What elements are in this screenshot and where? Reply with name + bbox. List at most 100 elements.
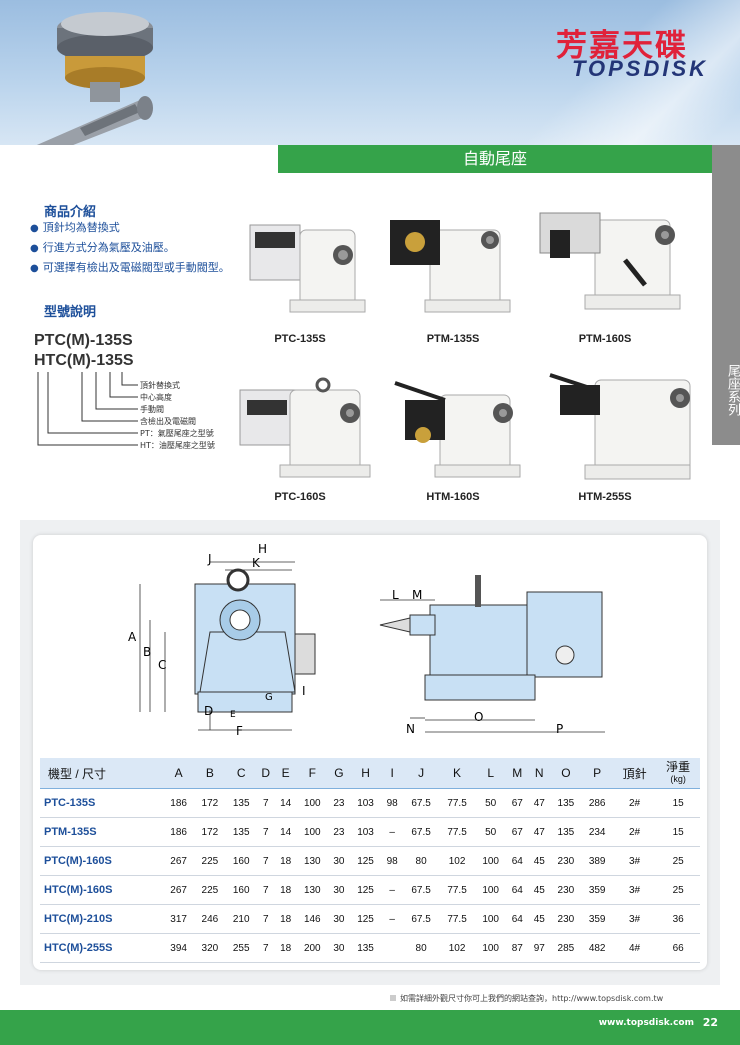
row-model: PTM-135S: [40, 817, 163, 847]
model-legend-lines: [37, 372, 138, 446]
table-cell: 66: [656, 933, 700, 963]
dim-label-p: P: [556, 722, 564, 736]
product-image-htm-255s: [549, 373, 691, 480]
model-explain-heading: 型號說明: [44, 305, 97, 320]
legend-item: HT：油壓尾座之型號: [140, 441, 215, 450]
table-cell: 102: [439, 933, 476, 963]
product-caption: PTC-160S: [274, 491, 326, 503]
table-cell: 18: [274, 875, 297, 905]
table-cell: 64: [506, 875, 529, 905]
table-cell: 15: [656, 788, 700, 818]
row-model: HTC(M)-255S: [40, 933, 163, 963]
dim-label-d: D: [204, 704, 214, 718]
table-cell: 23: [327, 817, 350, 847]
table-cell: 18: [274, 933, 297, 963]
table-cell: 64: [506, 904, 529, 934]
col-header: N: [528, 758, 551, 789]
table-cell: 100: [475, 875, 507, 905]
table-cell: 100: [296, 788, 328, 818]
col-header: P: [581, 758, 613, 789]
dim-label-b: B: [143, 645, 152, 659]
table-cell: 482: [581, 933, 613, 963]
table-cell: 135: [550, 788, 582, 818]
col-header: M: [506, 758, 529, 789]
table-cell: 285: [550, 933, 582, 963]
bullet-icon: ●: [30, 243, 39, 254]
dim-label-k: K: [252, 556, 260, 570]
table-cell: 135: [349, 933, 382, 963]
list-item: ●頂針均為替換式: [30, 221, 120, 234]
col-header: B: [194, 758, 226, 789]
table-cell: 7: [256, 904, 275, 934]
table-cell: 103: [349, 817, 382, 847]
header-decoration: [520, 0, 740, 145]
col-header: E: [274, 758, 297, 789]
table-cell: 87: [506, 933, 529, 963]
model-code-1: PTC(M)-135S: [34, 332, 133, 349]
table-cell: 125: [349, 846, 382, 876]
product-caption: PTC-135S: [274, 333, 326, 345]
product-caption: PTM-160S: [578, 333, 632, 345]
table-cell: 3#: [612, 846, 657, 876]
table-cell: 125: [349, 904, 382, 934]
row-model: PTC-135S: [40, 788, 163, 818]
product-image-htm-160s: [394, 381, 521, 478]
side-tab: [712, 145, 740, 445]
dim-label-o: O: [474, 710, 484, 724]
square-icon: [390, 995, 396, 1001]
table-cell: 47: [528, 788, 551, 818]
table-cell: 98: [381, 846, 404, 876]
legend-item: PT：氣壓尾座之型號: [140, 429, 214, 438]
table-cell: 7: [256, 875, 275, 905]
footnote: 如需詳細外觀尺寸你可上我們的網站查詢，http://www.topsdisk.c…: [390, 993, 663, 1004]
table-cell: 3#: [612, 875, 657, 905]
table-cell: 25: [656, 875, 700, 905]
table-cell: 130: [296, 875, 328, 905]
table-cell: 230: [550, 875, 582, 905]
table-cell: 97: [528, 933, 551, 963]
row-model: PTC(M)-160S: [40, 846, 163, 876]
list-item: ●可選擇有檢出及電磁閥型或手動閥型。: [30, 261, 230, 274]
table-cell: 67: [506, 817, 529, 847]
spec-table: 機型 / 尺寸 A B C D E F G H I J K L M N O P …: [40, 758, 700, 963]
model-code-2: HTC(M)-135S: [34, 352, 134, 369]
table-cell: 30: [327, 875, 350, 905]
table-cell: 359: [581, 904, 613, 934]
table-cell: 30: [327, 933, 350, 963]
row-model: HTC(M)-160S: [40, 875, 163, 905]
table-cell: 230: [550, 904, 582, 934]
table-cell: 67.5: [403, 904, 440, 934]
product-image-ptc-160s: [239, 377, 371, 478]
table-cell: 172: [194, 788, 226, 818]
table-cell: 80: [403, 846, 440, 876]
product-caption: PTM-135S: [426, 333, 480, 345]
table-cell: 100: [475, 846, 507, 876]
table-cell: 4#: [612, 933, 657, 963]
table-cell: 172: [194, 817, 226, 847]
table-cell: 30: [327, 904, 350, 934]
table-cell: 50: [475, 817, 507, 847]
table-cell: 125: [349, 875, 382, 905]
product-image-ptm-135s: [390, 220, 511, 313]
col-header-model: 機型 / 尺寸: [40, 758, 163, 789]
footer-bar: [0, 1010, 740, 1045]
product-image-ptc-135s: [249, 224, 366, 313]
table-cell: 67: [506, 788, 529, 818]
table-cell: 30: [327, 846, 350, 876]
table-cell: 7: [256, 788, 275, 818]
table-cell: 50: [475, 788, 507, 818]
table-cell: 160: [225, 846, 257, 876]
product-caption: HTM-255S: [578, 491, 632, 503]
dim-label-l: L: [392, 588, 399, 602]
table-cell: 186: [162, 817, 195, 847]
list-item: ●行進方式分為氣壓及油壓。: [30, 241, 175, 254]
table-cell: 7: [256, 933, 275, 963]
table-cell: –: [381, 875, 404, 905]
footer-url[interactable]: www.topsdisk.com: [598, 1018, 694, 1028]
col-header: L: [475, 758, 507, 789]
dim-label-f: F: [236, 724, 243, 738]
